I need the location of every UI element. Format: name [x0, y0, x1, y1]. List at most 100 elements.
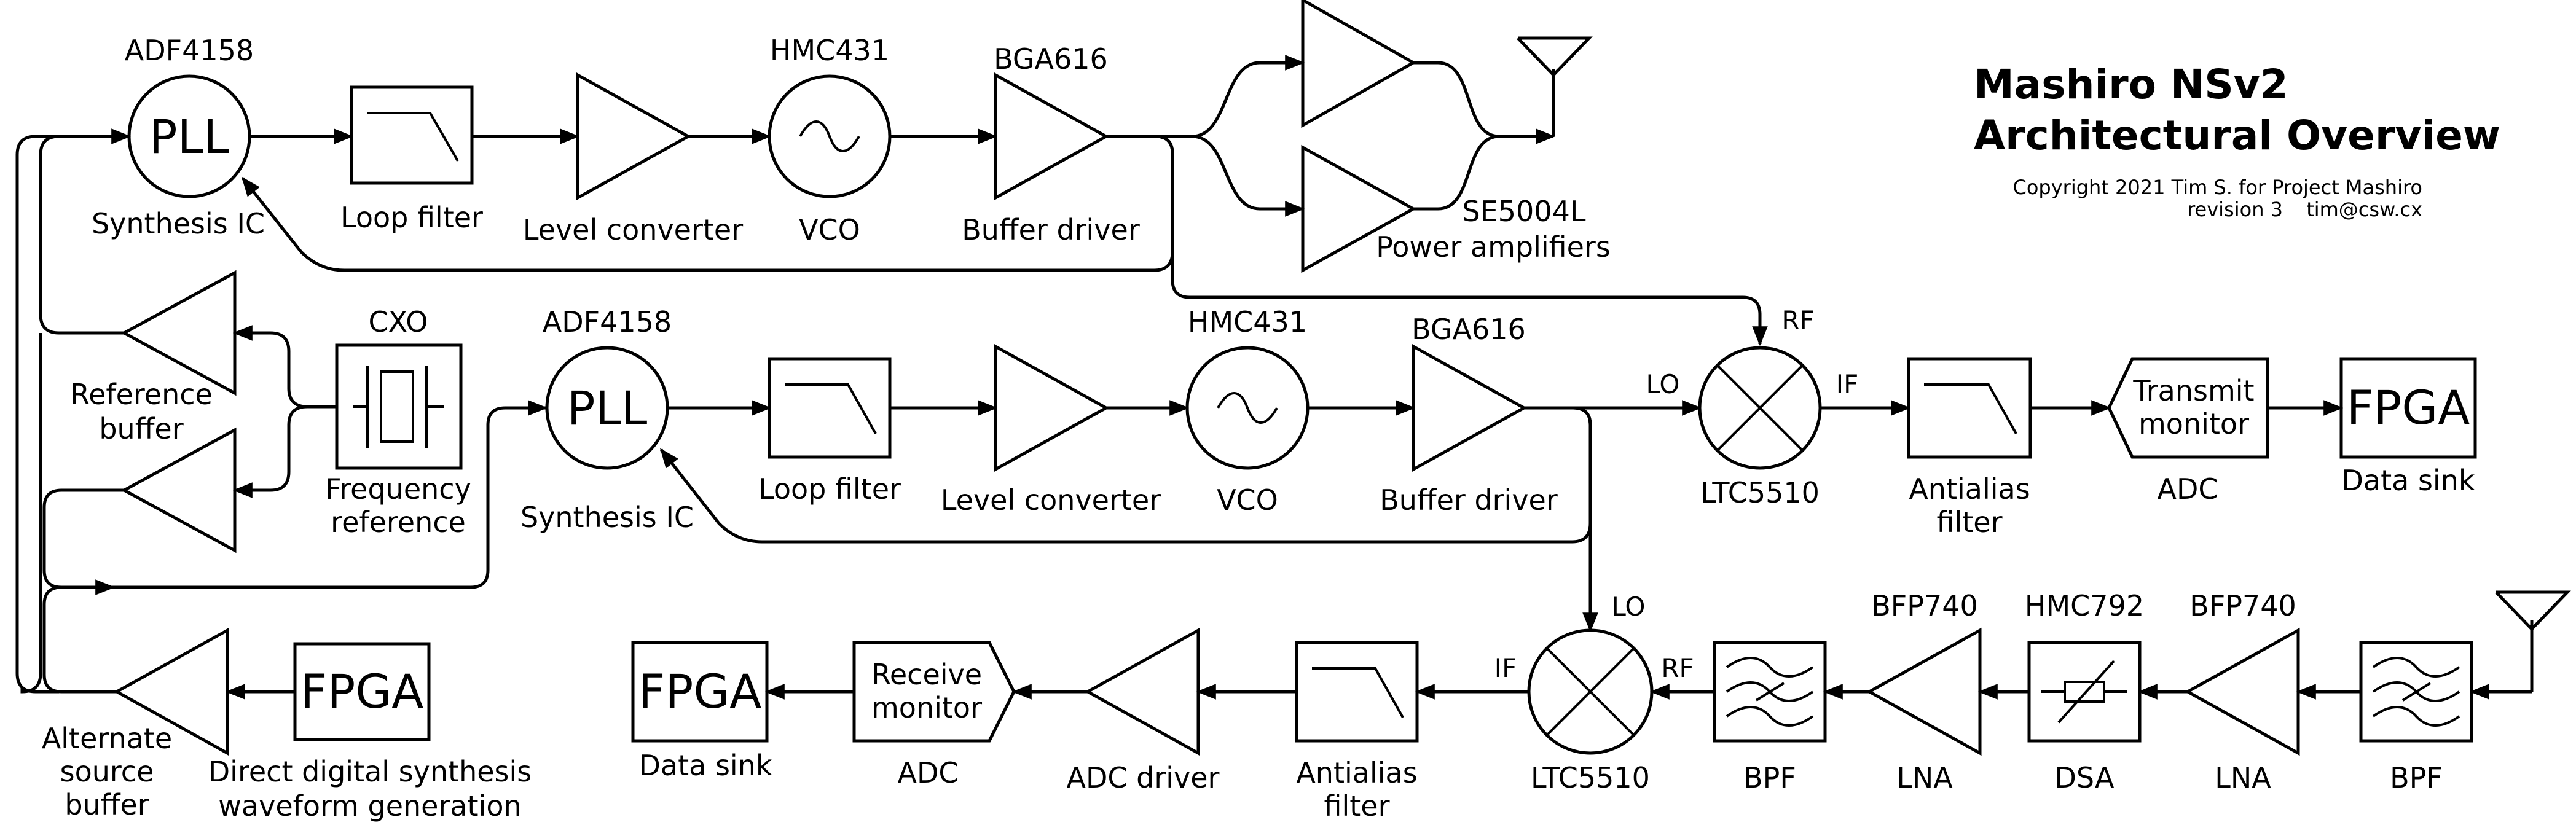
- rx-lna-1-label: LNA: [2215, 761, 2271, 794]
- alt-buffer-label-2: source: [60, 755, 154, 788]
- tx-loop-filter: Loop filter: [340, 85, 483, 234]
- tx-pll-part: ADF4158: [125, 34, 254, 67]
- monitor-sink-label: Data sink: [2342, 464, 2475, 497]
- title-block: Mashiro NSv2 Architectural Overview Copy…: [1974, 61, 2500, 221]
- cxo-label-2: reference: [331, 506, 466, 539]
- rx-mixer-rf: RF: [1661, 653, 1694, 683]
- rx-loop-filter-label: Loop filter: [758, 472, 901, 506]
- tx-buffer-label: Buffer driver: [962, 213, 1140, 246]
- tx-level-converter: Level converter: [523, 72, 743, 246]
- rx-vco: HMC431 VCO: [1185, 305, 1310, 517]
- monitor-data-sink: FPGA Data sink: [2339, 357, 2477, 497]
- rx-sink-label: Data sink: [639, 749, 772, 782]
- revision-text: revision 3: [2187, 198, 2283, 221]
- rx-pll: PLL ADF4158 Synthesis IC: [520, 305, 694, 534]
- tx-monitor-text-2: monitor: [2138, 407, 2249, 440]
- rx-pll-label: Synthesis IC: [520, 501, 694, 534]
- rx-loop-filter: Loop filter: [758, 357, 901, 506]
- rx-lna-2-label: LNA: [1896, 761, 1953, 794]
- rx-vco-part: HMC431: [1188, 305, 1307, 338]
- rx-bpf-2-label: BPF: [1743, 761, 1796, 794]
- monitor-mixer-if: IF: [1836, 369, 1859, 399]
- tx-loop-filter-label: Loop filter: [340, 201, 483, 234]
- rx-buffer-label: Buffer driver: [1380, 483, 1558, 517]
- tx-pll: PLL ADF4158 Synthesis IC: [92, 34, 265, 240]
- alternate-source-buffer: Alternate source buffer: [42, 627, 229, 821]
- rx-sink-text: FPGA: [638, 664, 761, 719]
- rx-mixer-lo: LO: [1612, 592, 1646, 622]
- rx-vco-label: VCO: [1217, 483, 1278, 517]
- rx-adc-label: ADC: [897, 756, 958, 789]
- rx-pll-text: PLL: [567, 381, 648, 436]
- rx-monitor-text-1: Receive: [871, 658, 982, 691]
- tx-antenna-icon: [1517, 36, 1593, 136]
- cxo-part: CXO: [369, 305, 428, 338]
- tx-connections: [242, 55, 1768, 346]
- dds-fpga: FPGA Direct digital synthesis waveform g…: [208, 642, 532, 823]
- receive-monitor-adc: Receive monitor ADC: [852, 641, 1016, 789]
- tx-pa-part: SE5004L: [1463, 195, 1586, 228]
- rx-antenna-icon: [2495, 590, 2571, 692]
- monitor-mixer-lo: LO: [1646, 369, 1680, 399]
- monitor-filter-label-2: filter: [1936, 506, 2002, 539]
- rx-adc-driver: ADC driver: [1067, 627, 1220, 794]
- tx-pa-label: Power amplifiers: [1376, 230, 1611, 264]
- cxo-frequency-reference: CXO Frequency reference: [325, 305, 471, 539]
- rx-lo-connections: [660, 400, 1702, 633]
- rx-mixer-if: IF: [1494, 653, 1517, 683]
- rx-monitor-text-2: monitor: [871, 691, 982, 724]
- monitor-sink-text: FPGA: [2347, 380, 2470, 435]
- ref-buffer-label-2: buffer: [99, 412, 183, 445]
- alt-buffer-label-1: Alternate: [42, 722, 172, 755]
- copyright-text: Copyright 2021 Tim S. for Project Mashir…: [2012, 176, 2422, 199]
- rx-lna-2-part: BFP740: [1871, 589, 1978, 622]
- monitor-mixer: LO RF IF LTC5510: [1646, 305, 1859, 509]
- dds-label-2: waveform generation: [218, 789, 521, 823]
- rx-level-converter-label: Level converter: [941, 483, 1161, 517]
- rx-dsa-label: DSA: [2055, 761, 2115, 794]
- rx-lna-1-part: BFP740: [2189, 589, 2296, 622]
- rx-mixer: LO RF IF LTC5510: [1494, 592, 1694, 794]
- rx-ref-buffer: [120, 427, 237, 553]
- tx-buffer-part: BGA616: [994, 42, 1108, 76]
- monitor-mixer-rf: RF: [1781, 305, 1814, 335]
- tx-buffer-driver: BGA616 Buffer driver: [962, 42, 1140, 246]
- ref-buffer-label-1: Reference: [70, 378, 213, 411]
- rx-bpf-1: BPF: [2359, 641, 2473, 794]
- reference-connections: [15, 128, 548, 700]
- rx-level-converter: Level converter: [941, 343, 1161, 517]
- rx-filter-label-1: Antialias: [1296, 756, 1417, 789]
- tx-power-amplifiers: SE5004L Power amplifiers: [1301, 0, 1611, 273]
- tx-vco-part: HMC431: [770, 34, 889, 67]
- dds-fpga-text: FPGA: [300, 664, 423, 719]
- rx-mixer-label: LTC5510: [1531, 761, 1650, 794]
- rx-pll-part: ADF4158: [543, 305, 672, 338]
- email-text: tim@csw.cx: [2306, 198, 2422, 221]
- tx-pll-label: Synthesis IC: [92, 207, 265, 240]
- tx-monitor-adc-label: ADC: [2157, 472, 2218, 506]
- rx-bpf-2: BPF: [1713, 641, 1827, 794]
- rx-filter-label-2: filter: [1324, 789, 1389, 823]
- cxo-label-1: Frequency: [325, 472, 471, 506]
- tx-level-converter-label: Level converter: [523, 213, 743, 246]
- rx-antialias-filter: Antialias filter: [1295, 641, 1419, 823]
- rx-buffer-part: BGA616: [1412, 313, 1526, 346]
- rx-lna-2: BFP740 LNA: [1866, 589, 1982, 794]
- title-line-1: Mashiro NSv2: [1974, 61, 2288, 108]
- rx-buffer-driver: BGA616 Buffer driver: [1380, 313, 1558, 517]
- transmit-monitor-adc: Transmit monitor ADC: [2107, 357, 2269, 506]
- monitor-mixer-label: LTC5510: [1700, 476, 1820, 509]
- reference-buffer: Reference buffer: [70, 270, 237, 445]
- tx-vco-label: VCO: [799, 213, 860, 246]
- tx-pll-text: PLL: [149, 109, 230, 164]
- dds-label-1: Direct digital synthesis: [208, 755, 532, 788]
- rx-dsa: HMC792 DSA: [2025, 589, 2144, 794]
- rx-data-sink: FPGA Data sink: [631, 641, 772, 782]
- title-line-2: Architectural Overview: [1974, 112, 2500, 159]
- tx-monitor-text-1: Transmit: [2132, 374, 2254, 407]
- rx-adc-driver-label: ADC driver: [1067, 761, 1220, 794]
- tx-vco: HMC431 VCO: [768, 34, 892, 246]
- monitor-antialias-filter: Antialias filter: [1907, 357, 2032, 539]
- rx-dsa-part: HMC792: [2025, 589, 2144, 622]
